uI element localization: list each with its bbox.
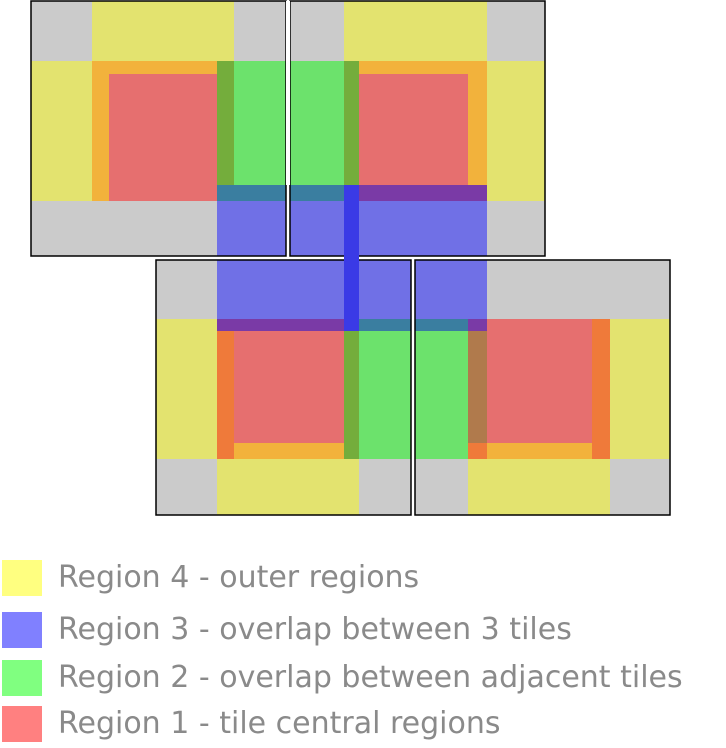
region4-outer-right [487, 61, 545, 201]
region3-overlap-edge [415, 319, 468, 331]
region3-overlap-corner [468, 319, 487, 331]
legend-label-region4: Region 4 - outer regions [58, 560, 420, 595]
region2-overlap [234, 61, 286, 185]
region4-outer-top [92, 1, 234, 61]
horizontal-seam-gap [286, 1, 290, 185]
region1-central [359, 74, 468, 185]
tile-top-left [30, 0, 287, 257]
region3-overlap [217, 260, 411, 319]
legend-label-region2: Region 2 - overlap between adjacent tile… [58, 660, 683, 695]
tile-border [155, 259, 412, 516]
region2-overlap [359, 319, 411, 459]
center-overlap-seams [286, 1, 359, 331]
region4-outer-bottom [468, 459, 610, 515]
tile-bottom-left [155, 259, 412, 516]
region3-overlap-edge [290, 185, 344, 201]
region4-outer-right [610, 319, 670, 459]
region4-outer-top [344, 1, 487, 61]
region4-outer-bottom [217, 459, 359, 515]
region2-overlap-edge [217, 61, 234, 185]
legend-label-region3: Region 3 - overlap between 3 tiles [58, 612, 572, 647]
vertical-seam [344, 185, 359, 331]
region2-overlap-edge [344, 331, 359, 459]
legend-label-region1: Region 1 - tile central regions [58, 706, 501, 741]
region1-bottom-edge [487, 443, 592, 459]
region2-overlap-edge [468, 331, 487, 443]
legend-item-region2: Region 2 - overlap between adjacent tile… [0, 658, 726, 702]
region1-central [234, 331, 344, 443]
region1-central [109, 74, 217, 201]
region3-overlap [415, 260, 487, 319]
region4-outer-left [31, 61, 92, 201]
legend-item-region4: Region 4 - outer regions [0, 558, 726, 602]
tile-overlap-diagram [30, 0, 671, 516]
legend-swatch-region1 [2, 706, 42, 742]
legend-item-region1: Region 1 - tile central regions [0, 704, 726, 748]
region1-bottom-edge [234, 443, 344, 459]
region4-outer-left [156, 319, 217, 459]
legend-swatch-region4 [2, 560, 42, 596]
legend-item-region3: Region 3 - overlap between 3 tiles [0, 610, 726, 654]
tile-bottom-right [414, 259, 671, 516]
region2-overlap [290, 61, 344, 185]
region2-overlap [415, 319, 468, 459]
region1-central [487, 319, 592, 443]
region3-overlap-edge-purple [217, 319, 344, 331]
region3-overlap-edge [217, 185, 286, 201]
tile-top-right [289, 0, 546, 257]
legend-swatch-region2 [2, 660, 42, 696]
region2-overlap-edge [344, 61, 359, 185]
region3-overlap-edge [359, 319, 411, 331]
tile-border [414, 259, 671, 516]
region3-overlap-edge-purple [359, 185, 487, 201]
legend-swatch-region3 [2, 612, 42, 648]
